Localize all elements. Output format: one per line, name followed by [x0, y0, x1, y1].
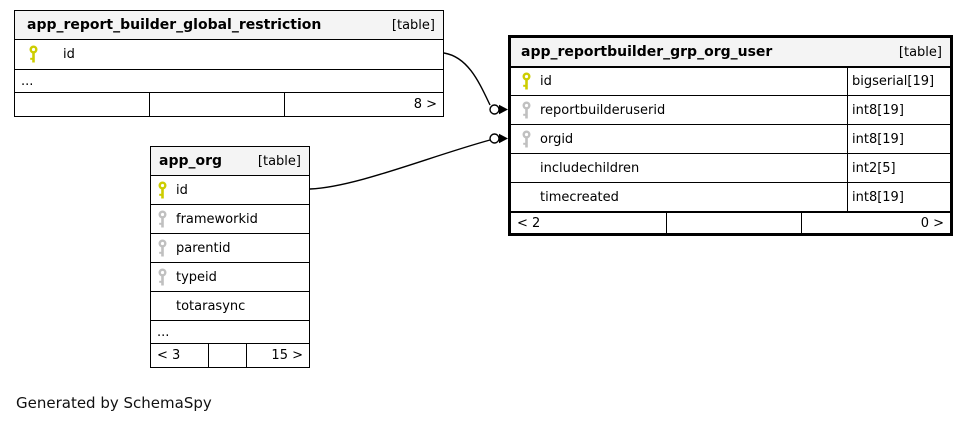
table-header: app_org [table] [151, 147, 309, 175]
column-row: reportbuilderuserid int8[19] [511, 95, 950, 124]
table-header: app_reportbuilder_grp_org_user [table] [511, 38, 950, 66]
table-name[interactable]: app_org [159, 153, 223, 169]
footer-cell-children-count: 8 > [284, 93, 443, 116]
footer-cell-children-count: 15 > [246, 344, 309, 367]
column-name: frameworkid [176, 211, 258, 227]
foreign-key-icon [157, 268, 168, 287]
foreign-key-icon [521, 101, 532, 120]
foreign-key-icon [157, 210, 168, 229]
relationship-org-to-orgid [309, 133, 508, 190]
primary-key-icon [521, 72, 532, 91]
footer-cell-parents-count: < 3 [157, 348, 181, 363]
table-app-org[interactable]: app_org [table] id [150, 146, 310, 368]
primary-key-icon [157, 181, 168, 200]
column-row: parentid [151, 233, 309, 262]
table-footer: < 2 0 > [511, 211, 950, 233]
ellipsis-row: ... [151, 320, 309, 343]
arrowhead-icon [499, 104, 508, 115]
table-kind-badge: [table] [391, 17, 435, 33]
column-row: timecreated int8[19] [511, 182, 950, 211]
relationship-restriction-to-reportbuilderuserid [443, 52, 508, 115]
table-name[interactable]: app_report_builder_global_restriction [27, 17, 322, 33]
primary-key-icon [28, 45, 39, 64]
column-name: timecreated [540, 189, 619, 205]
table-app-reportbuilder-grp-org-user[interactable]: app_reportbuilder_grp_org_user [table] i… [508, 35, 953, 236]
column-row: id bigserial[19] [511, 66, 950, 95]
column-type: bigserial[19] [847, 68, 950, 95]
table-name[interactable]: app_reportbuilder_grp_org_user [521, 44, 773, 60]
zero-marker-icon [489, 104, 500, 115]
column-type: int2[5] [847, 154, 950, 182]
table-header: app_report_builder_global_restriction [t… [15, 11, 443, 39]
table-app-report-builder-global-restriction[interactable]: app_report_builder_global_restriction [t… [14, 10, 444, 117]
column-name: includechildren [540, 160, 640, 176]
footer-cell-left [15, 93, 149, 116]
column-row: orgid int8[19] [511, 124, 950, 153]
column-type: int8[19] [847, 183, 950, 211]
foreign-key-icon [521, 130, 532, 149]
column-row: totarasync [151, 291, 309, 320]
column-name: parentid [176, 240, 231, 256]
column-name: id [540, 74, 552, 89]
column-name: id [176, 182, 188, 198]
column-row: id [15, 39, 443, 69]
column-name: typeid [176, 269, 217, 285]
table-footer: 8 > [15, 92, 443, 116]
generator-credit: Generated by SchemaSpy [16, 394, 212, 412]
arrowhead-icon [499, 133, 508, 144]
column-name: orgid [540, 131, 574, 147]
ellipsis-row: ... [15, 69, 443, 92]
footer-cell-mid [666, 213, 801, 233]
foreign-key-icon [157, 239, 168, 258]
table-footer: < 3 15 > [151, 343, 309, 367]
column-row: typeid [151, 262, 309, 291]
column-row: id [151, 175, 309, 204]
column-name: reportbuilderuserid [540, 102, 666, 118]
footer-cell-mid [149, 93, 284, 116]
footer-cell-children-count: 0 > [801, 213, 950, 233]
table-kind-badge: [table] [898, 44, 942, 60]
column-type: int8[19] [847, 125, 950, 153]
table-kind-badge: [table] [257, 153, 301, 169]
column-type: int8[19] [847, 96, 950, 124]
column-row: frameworkid [151, 204, 309, 233]
footer-cell-mid [208, 344, 246, 367]
column-name: totarasync [176, 298, 246, 314]
column-name: id [63, 47, 75, 62]
footer-cell-parents-count: < 2 [517, 215, 541, 231]
column-row: includechildren int2[5] [511, 153, 950, 182]
zero-marker-icon [489, 133, 500, 144]
